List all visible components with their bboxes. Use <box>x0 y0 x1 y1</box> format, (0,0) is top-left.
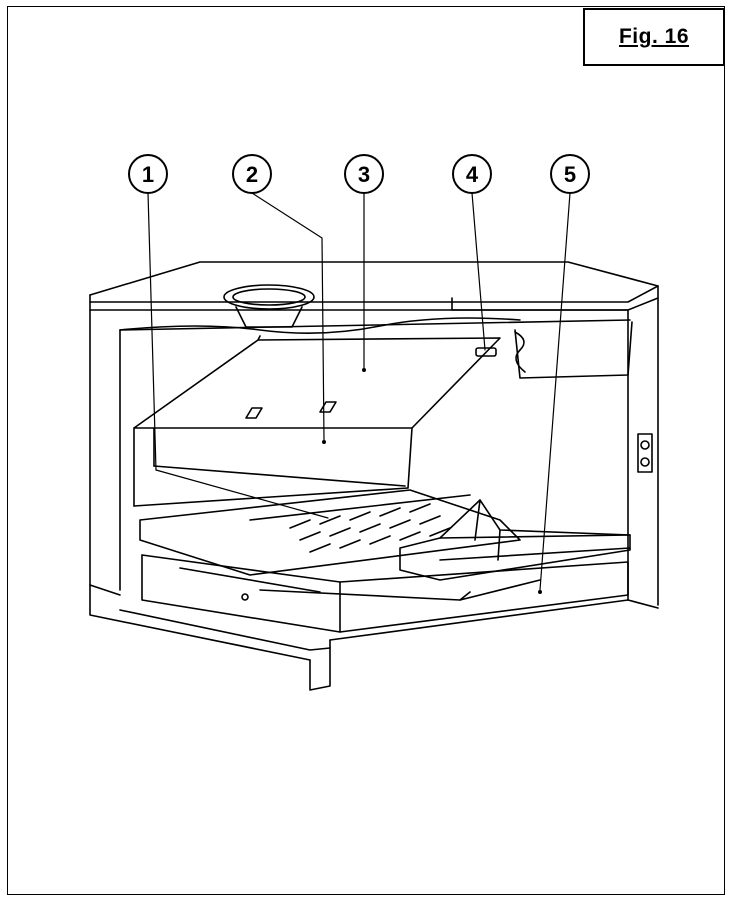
cabinet-top-panel <box>89 261 659 334</box>
leader-lines <box>147 192 571 591</box>
callout-4: 4 <box>452 154 492 194</box>
figure-label: Fig. 16 <box>618 25 690 48</box>
callout-2: 2 <box>232 154 272 194</box>
callout-1: 1 <box>128 154 168 194</box>
callout-number: 2 <box>246 162 258 187</box>
callout-number: 1 <box>142 162 154 187</box>
base-rail <box>89 584 629 691</box>
callout-number: 5 <box>564 162 576 187</box>
top-bowl <box>223 284 315 328</box>
callout-5: 5 <box>550 154 590 194</box>
roller-assembly <box>399 499 631 581</box>
callout-number: 3 <box>358 162 370 187</box>
figure-label-box: Fig. 16 <box>583 8 725 66</box>
hinged-lid <box>133 335 501 507</box>
perforated-grate <box>139 489 521 576</box>
rear-plate <box>153 401 406 487</box>
leader-dots <box>322 368 542 594</box>
cabinet-left-post <box>89 301 121 596</box>
upper-right-bracket <box>451 297 633 379</box>
callout-number: 4 <box>466 162 479 187</box>
cabinet-right-post <box>627 297 659 609</box>
callout-3: 3 <box>344 154 384 194</box>
drip-tray <box>141 554 629 633</box>
page-frame <box>7 6 725 895</box>
